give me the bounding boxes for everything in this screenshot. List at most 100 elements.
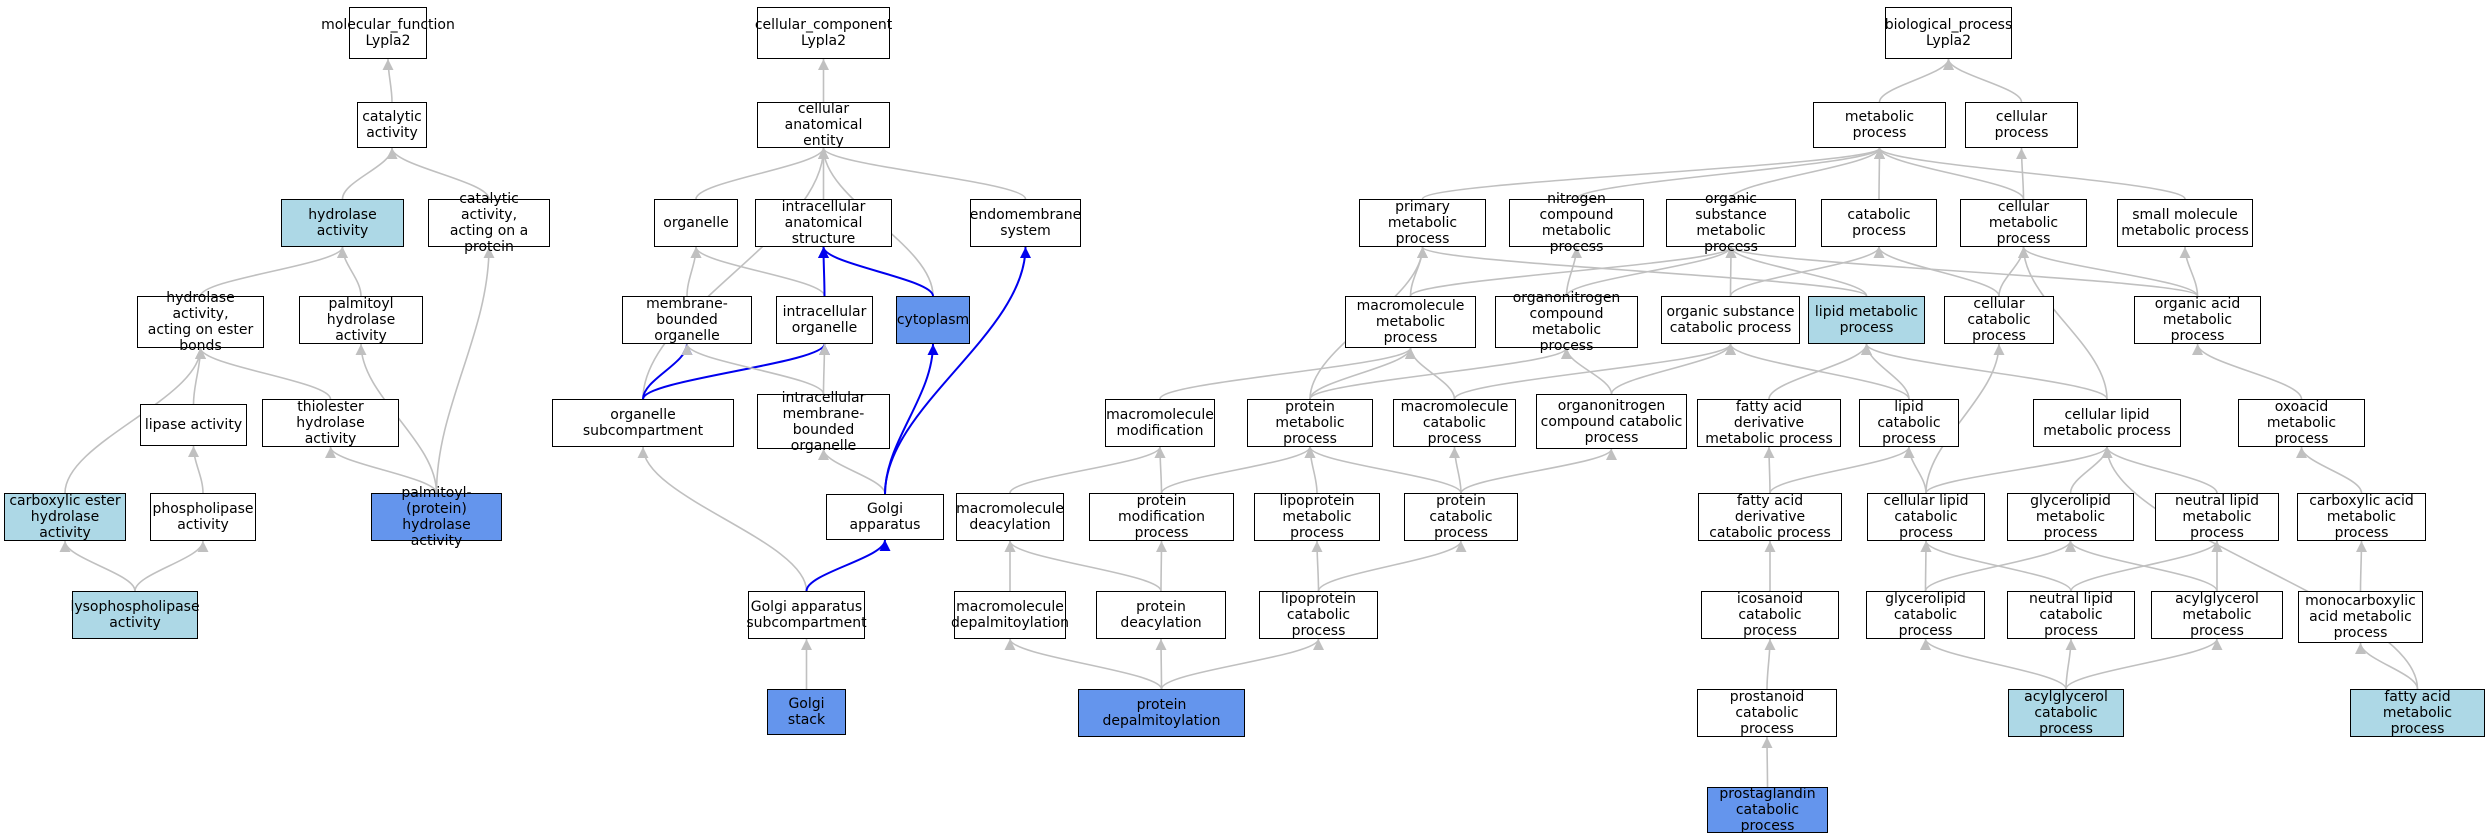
go-term-pdepal: protein depalmitoylation bbox=[1078, 689, 1245, 737]
go-term-catp: catabolic process bbox=[1821, 199, 1937, 247]
go-term-agcp: acylglycerol catabolic process bbox=[2008, 689, 2124, 737]
edge-ha-to-ca bbox=[341, 147, 398, 200]
go-term-onccp: organonitrogen compound catabolic proces… bbox=[1536, 394, 1687, 449]
go-term-nlmp: neutral lipid metabolic process bbox=[2155, 493, 2279, 541]
edge-io-to-org bbox=[690, 246, 826, 297]
go-term-mmod: macromolecule modification bbox=[1105, 399, 1215, 447]
go-term-fadmp: fatty acid derivative metabolic process bbox=[1697, 399, 1841, 447]
edge-golgi-to-ems bbox=[884, 246, 1031, 495]
go-term-lcp: lipid catabolic process bbox=[1859, 399, 1959, 447]
edge-oxmp-to-oamp bbox=[2192, 343, 2303, 400]
go-term-gas: Golgi apparatus subcompartment bbox=[746, 591, 867, 639]
go-term-osmp: organic substance metabolic process bbox=[1666, 191, 1796, 255]
go-term-smmp: small molecule metabolic process bbox=[2117, 199, 2253, 247]
edge-lcp-to-oscp bbox=[1725, 343, 1910, 400]
go-term-pncp: prostanoid catabolic process bbox=[1697, 689, 1837, 737]
edge-mmp-to-pmp bbox=[1409, 246, 1428, 297]
go-term-clmp: cellular lipid metabolic process bbox=[2033, 399, 2181, 447]
edge-clcp-to-ccp bbox=[1925, 343, 2005, 494]
edge-pha-to-ha bbox=[337, 246, 362, 297]
edge-smmp-to-mp bbox=[1874, 147, 2186, 200]
edge-prcp-to-onccp bbox=[1460, 448, 1617, 494]
edge-lpcp-to-prcp bbox=[1317, 540, 1467, 592]
edge-mcp-to-oscp bbox=[1453, 343, 1736, 400]
edge-gas-to-osc bbox=[637, 446, 808, 592]
go-term-pph: palmitoyl-(protein) hydrolase activity bbox=[371, 485, 502, 549]
edge-famp-to-clmp bbox=[2101, 446, 2419, 690]
edge-agcp-to-nlcp bbox=[2065, 638, 2077, 690]
edge-imbo-to-io bbox=[818, 343, 830, 395]
go-term-caop: catalytic activity, acting on a protein bbox=[428, 191, 550, 255]
go-term-clcp: cellular lipid catabolic process bbox=[1867, 493, 1985, 541]
edge-famp-to-mcamp bbox=[2355, 642, 2419, 690]
go-term-tha: thiolester hydrolase activity bbox=[262, 399, 399, 447]
go-term-gstack: Golgi stack bbox=[767, 689, 846, 735]
go-term-cp: cellular process bbox=[1965, 102, 2078, 148]
go-term-nlcp: neutral lipid catabolic process bbox=[2007, 591, 2135, 639]
edge-pdepal-to-pdeac bbox=[1155, 638, 1167, 690]
edge-prmp-to-oncmp bbox=[1309, 347, 1572, 400]
edge-org-to-cae bbox=[695, 147, 829, 200]
edge-pph-to-caop bbox=[435, 246, 495, 494]
go-term-golgi: Golgi apparatus bbox=[826, 494, 944, 540]
edge-golgi-to-imbo bbox=[818, 448, 886, 495]
go-term-lpcp: lipoprotein catabolic process bbox=[1259, 591, 1378, 639]
edge-imbo-to-mbo bbox=[681, 343, 825, 395]
go-term-oncmp: organonitrogen compound metabolic proces… bbox=[1495, 290, 1638, 354]
edge-mmod-to-mmp bbox=[1159, 347, 1416, 400]
edge-agcp-to-glcp bbox=[1920, 638, 2067, 690]
go-term-oamp: organic acid metabolic process bbox=[2134, 296, 2261, 344]
go-term-pha: palmitoyl hydrolase activity bbox=[299, 296, 423, 344]
go-term-oxmp: oxoacid metabolic process bbox=[2238, 399, 2365, 447]
go-term-mbo: membrane-bounded organelle bbox=[622, 296, 752, 344]
edge-mcamp-to-camp bbox=[2355, 540, 2367, 592]
edge-clmp-to-lmp bbox=[1861, 343, 2108, 400]
edge-cmp-to-cp bbox=[2016, 147, 2028, 200]
edge-pmodp-to-mmod bbox=[1154, 446, 1166, 494]
edge-nlcp-to-clcp bbox=[1920, 540, 2072, 592]
edge-osc-to-io bbox=[642, 343, 830, 400]
go-term-bp: biological_process Lypla2 bbox=[1885, 7, 2012, 59]
go-term-ias: intracellular anatomical structure bbox=[755, 199, 892, 247]
edge-io-to-ias bbox=[818, 246, 830, 297]
edge-golgi-to-cyto bbox=[884, 343, 939, 495]
edge-onccp-to-oncmp bbox=[1561, 347, 1613, 395]
go-term-pmp: primary metabolic process bbox=[1359, 199, 1486, 247]
go-term-glcp: glycerolipid catabolic process bbox=[1866, 591, 1985, 639]
edge-clcp-to-clmp bbox=[1925, 446, 2113, 494]
edge-cp-to-bp bbox=[1943, 58, 2023, 103]
edge-nlmp-to-clmp bbox=[2101, 446, 2218, 494]
go-term-fadcp: fatty acid derivative catabolic process bbox=[1698, 493, 1842, 541]
go-term-pmodp: protein modification process bbox=[1089, 493, 1234, 541]
go-term-ha: hydrolase activity bbox=[281, 199, 404, 247]
go-term-oscp: organic substance catabolic process bbox=[1661, 296, 1800, 344]
edge-ems-to-cae bbox=[818, 147, 1027, 200]
edge-osmp-to-mp bbox=[1730, 147, 1885, 200]
go-term-org: organelle bbox=[654, 199, 738, 247]
go-term-glmp: glycerolipid metabolic process bbox=[2007, 493, 2134, 541]
go-term-pdeac: protein deacylation bbox=[1096, 591, 1226, 639]
edge-fadcp-to-lcp bbox=[1769, 446, 1915, 494]
go-term-imbo: intracellular membrane-bounded organelle bbox=[757, 390, 890, 454]
go-term-pl: phospholipase activity bbox=[150, 493, 256, 541]
edge-oamp-to-osmp bbox=[1725, 246, 2199, 297]
edge-caop-to-ca bbox=[386, 147, 490, 200]
edge-glcp-to-clcp bbox=[1920, 540, 1932, 592]
edge-cyto-to-ias bbox=[818, 246, 934, 297]
go-term-mcamp: monocarboxylic acid metabolic process bbox=[2298, 591, 2423, 643]
edge-lpl-to-pl bbox=[134, 540, 209, 592]
edge-ceha-to-haeb bbox=[64, 347, 206, 494]
edge-lpmp-to-prmp bbox=[1304, 446, 1318, 494]
edge-oncmp-to-ncmp bbox=[1565, 246, 1582, 297]
go-term-ceha: carboxylic ester hydrolase activity bbox=[4, 493, 126, 541]
edge-oscp-to-catp bbox=[1729, 246, 1885, 297]
edge-pgcp-to-pncp bbox=[1761, 736, 1773, 788]
go-term-prmp: protein metabolic process bbox=[1247, 399, 1373, 447]
edge-prcp-to-mcp bbox=[1449, 446, 1462, 494]
go-term-mdepal: macromolecule depalmitoylation bbox=[951, 591, 1069, 639]
edge-haeb-to-ha bbox=[199, 246, 348, 297]
edge-cmp-to-mp bbox=[1874, 147, 2025, 200]
edge-ca-to-mf bbox=[382, 58, 394, 103]
go-term-prcp: protein catabolic process bbox=[1404, 493, 1518, 541]
